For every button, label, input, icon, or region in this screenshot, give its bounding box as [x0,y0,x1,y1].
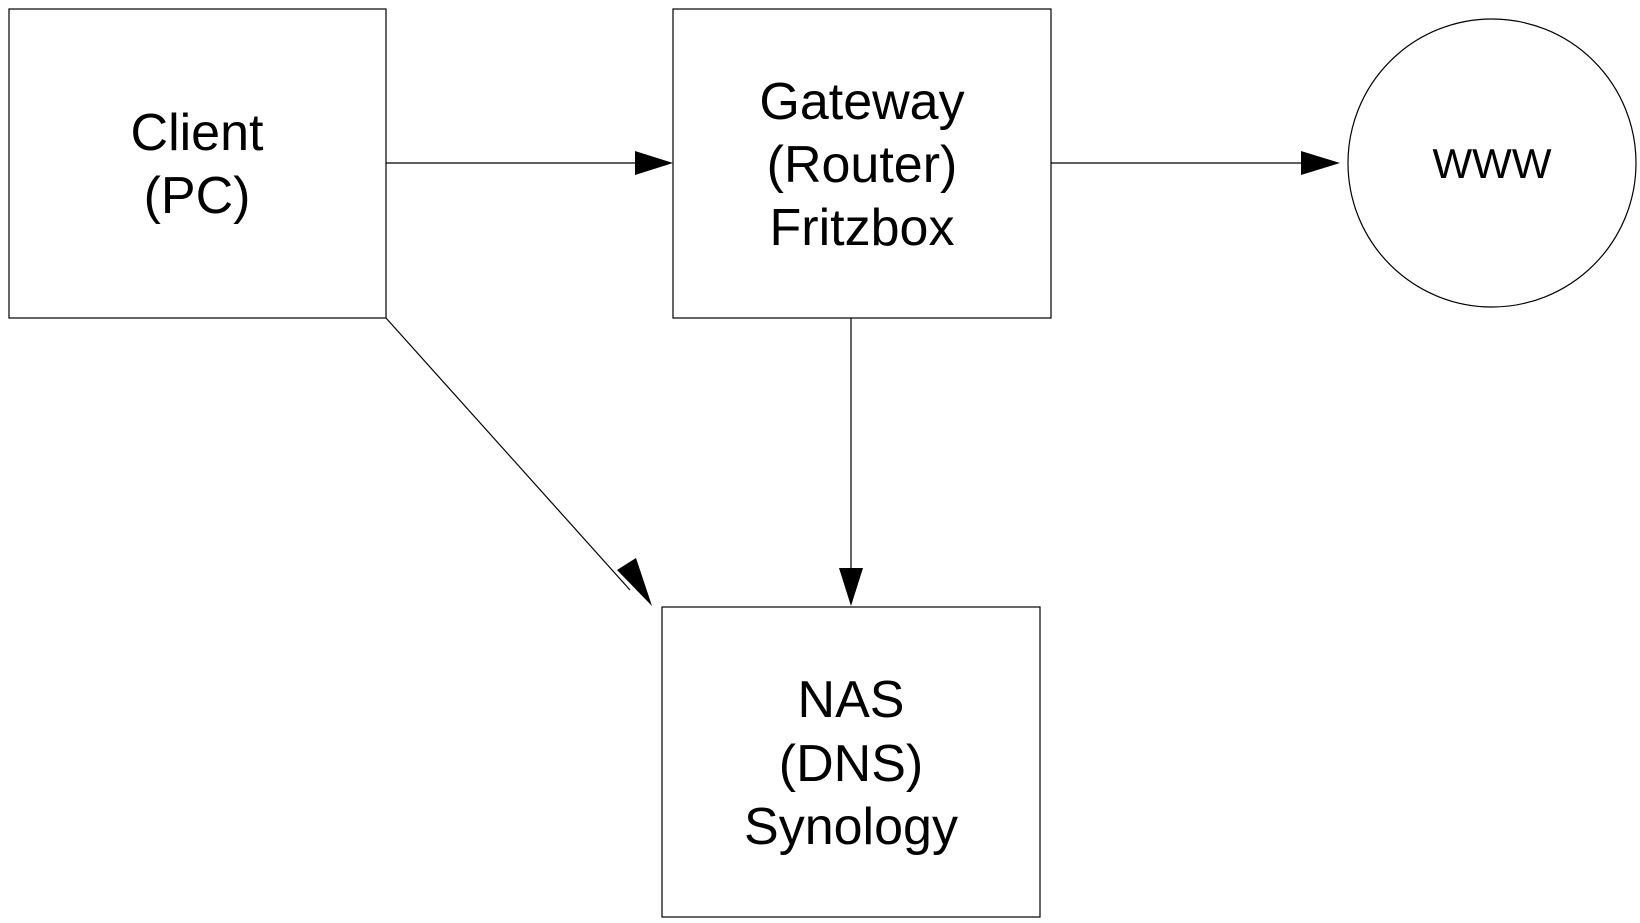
arrowhead-gateway-to-nas [839,568,863,606]
nas-label-line-3: Synology [744,798,958,856]
gateway-label-line-3: Fritzbox [770,199,955,257]
edges [385,151,1340,606]
node-client: Client (PC) [8,8,387,319]
arrowhead-client-to-gateway [635,151,673,175]
edge-client-to-nas [385,317,631,591]
nas-label-line-1: NAS [798,671,905,729]
nas-box [661,606,1041,918]
gateway-label-line-2: (Router) [767,136,958,194]
client-label-line-1: Client [131,104,264,162]
node-nas: NAS (DNS) Synology [661,606,1041,918]
gateway-label-line-1: Gateway [759,73,964,131]
gateway-box [672,8,1052,319]
nas-label-line-2: (DNS) [779,735,923,793]
arrowhead-gateway-to-www [1301,151,1340,175]
node-gateway: Gateway (Router) Fritzbox [672,8,1052,319]
client-label-line-2: (PC) [144,167,251,225]
www-label: WWW [1433,140,1552,187]
arrowhead-client-to-nas [617,558,652,606]
node-www: WWW [1347,18,1637,308]
www-circle [1347,18,1637,308]
client-box [8,8,387,319]
